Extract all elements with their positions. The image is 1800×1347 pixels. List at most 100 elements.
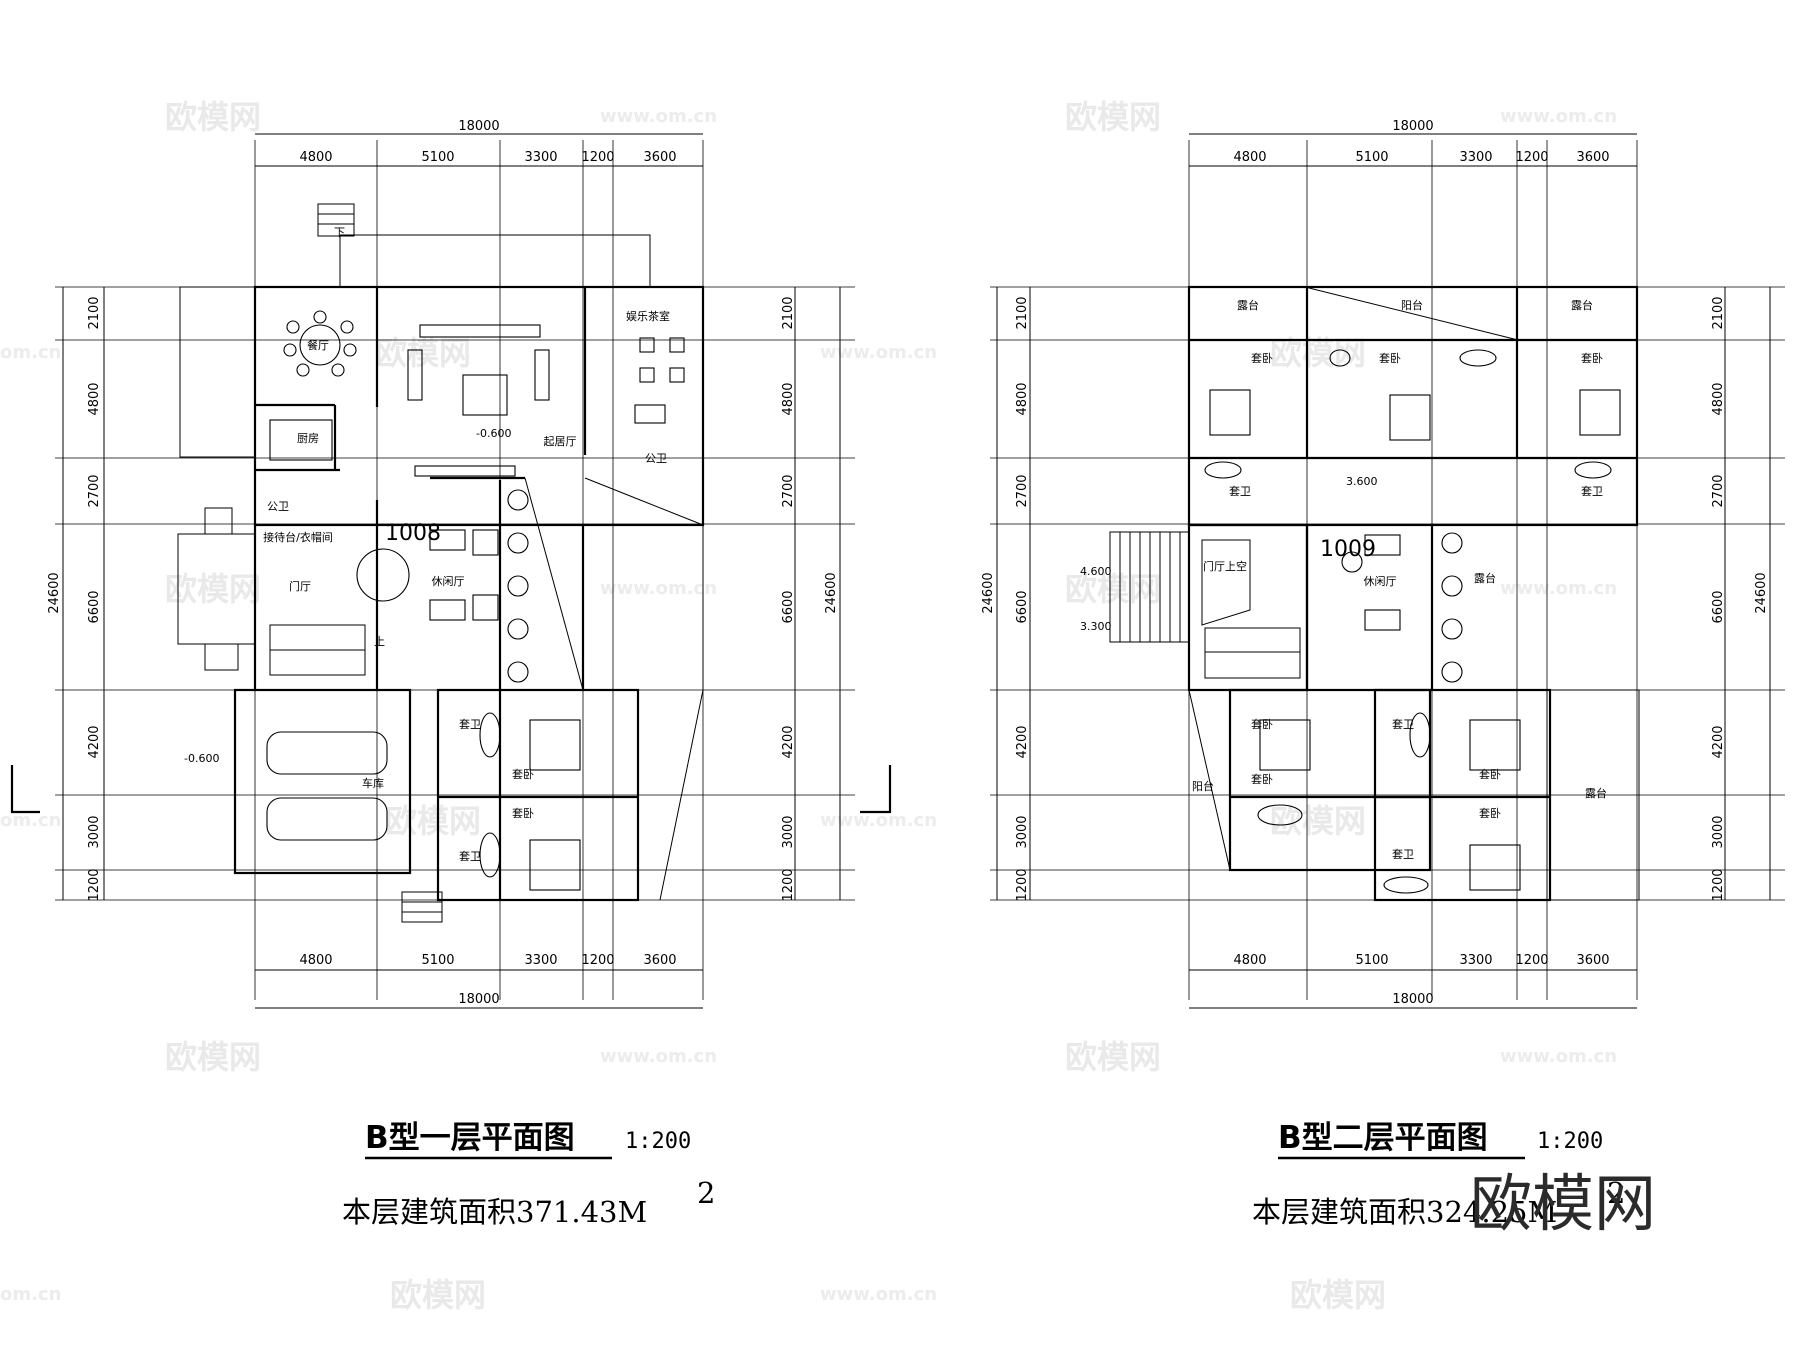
dim-left-6: 3000: [1015, 815, 1030, 848]
room-suite-bath-2: 套卫: [459, 850, 481, 863]
watermark-url: om.cn: [0, 810, 61, 831]
dim-top-3: 3300: [1459, 150, 1492, 165]
room-bath-2: 套卫: [1581, 485, 1603, 498]
dim-top-4: 1200: [581, 150, 614, 165]
dim-total-height: 24600: [824, 572, 839, 613]
plan-title-block: B型一层平面图 1:200 本层建筑面积371.43M 2: [342, 1120, 715, 1229]
dimension-left: 24600 2100 4800 2700 6600 4200 3000 1200: [981, 287, 1031, 902]
floor-area: 本层建筑面积371.43M: [342, 1195, 647, 1229]
dim-right-5: 4200: [781, 725, 796, 758]
room-bed-1: 套卧: [1251, 352, 1273, 365]
section-marker: [10, 765, 40, 814]
watermark-url: www.om.cn: [600, 106, 717, 127]
room-number: 1009: [1320, 537, 1376, 562]
dim-top-1: 4800: [299, 150, 332, 165]
dim-left-2: 4800: [87, 382, 102, 415]
dim-right-2: 4800: [1711, 382, 1726, 415]
plan-scale: 1:200: [625, 1129, 691, 1154]
room-bed-3: 套卧: [1581, 352, 1603, 365]
plan-title-block: B型二层平面图 1:200 本层建筑面积324.25M 2: [1252, 1120, 1625, 1229]
dim-left-6: 3000: [87, 815, 102, 848]
dim-left-4: 6600: [1015, 590, 1030, 623]
watermark-brand: 欧模网: [1065, 570, 1161, 608]
dim-total-height: 24600: [1754, 572, 1769, 613]
watermark-url: www.om.cn: [820, 1284, 937, 1305]
room-bed-2: 套卧: [1379, 352, 1401, 365]
room-bath-4: 套卫: [1392, 848, 1414, 861]
room-wc-1: 公卫: [267, 500, 289, 513]
room-bed-6: 套卧: [1251, 773, 1273, 786]
room-bath-3: 套卫: [1392, 718, 1414, 731]
watermark-url: www.om.cn: [1500, 578, 1617, 599]
dim-right-3: 2700: [781, 474, 796, 507]
furniture: [266, 310, 685, 891]
dim-right-4: 6600: [1711, 590, 1726, 623]
room-lounge: 休闲厅: [432, 574, 465, 588]
dim-left-1: 2100: [87, 296, 102, 329]
dim-left-7: 1200: [87, 868, 102, 901]
room-foyer: 门厅: [289, 579, 311, 593]
dim-right-6: 3000: [781, 815, 796, 848]
dimension-top: 18000 4800 5100 3300 1200 3600: [255, 119, 703, 167]
watermark-brand: 欧模网: [1065, 98, 1161, 136]
watermark-brand: 欧模网: [165, 570, 261, 608]
dim-right-1: 2100: [781, 296, 796, 329]
room-reception: 接待台/衣帽间: [263, 530, 333, 544]
watermark-brand: 欧模网: [1290, 1276, 1386, 1314]
dim-bottom-4: 1200: [1515, 953, 1548, 968]
room-terrace-mid: 露台: [1474, 571, 1496, 585]
room-kitchen: 厨房: [297, 432, 319, 445]
dim-total-width: 18000: [458, 119, 499, 134]
watermark-brand: 欧模网: [385, 802, 481, 840]
dim-bottom-3: 3300: [1459, 953, 1492, 968]
room-labels: 餐厅 起居厅 娱乐茶室 厨房 公卫 公卫 接待台/衣帽间 门厅 休闲厅 车库 套…: [184, 226, 670, 863]
watermark-url: www.om.cn: [600, 1046, 717, 1067]
watermark-url: om.cn: [0, 342, 61, 363]
brand-logo: 欧模网: [1470, 1167, 1656, 1240]
dim-top-4: 1200: [1515, 150, 1548, 165]
dim-right-6: 3000: [1711, 815, 1726, 848]
plan-scale: 1:200: [1537, 1129, 1603, 1154]
room-balcony-left: 阳台: [1192, 779, 1214, 793]
dim-top-5: 3600: [1576, 150, 1609, 165]
dim-right-7: 1200: [781, 868, 796, 901]
room-wc-2: 公卫: [645, 452, 667, 465]
first-floor-plan: 18000 4800 5100 3300 1200 3600 4800 5100…: [10, 119, 892, 1229]
room-bed-4: 套卧: [1251, 718, 1273, 731]
section-marker: [860, 765, 892, 814]
dim-bottom-5: 3600: [1576, 953, 1609, 968]
plan-title: B型一层平面图: [365, 1120, 575, 1156]
dim-top-2: 5100: [421, 150, 454, 165]
room-bed-7: 套卧: [1479, 807, 1501, 820]
level-hall: 3.600: [1346, 475, 1378, 488]
room-terrace-right: 露台: [1585, 786, 1607, 800]
dimension-top: 18000 4800 5100 3300 1200 3600: [1189, 119, 1637, 167]
room-labels: 露台 阳台 露台 套卧 套卧 套卧 套卫 套卫 门厅上空 休闲厅 露台 套卫 套…: [1080, 298, 1607, 861]
dim-left-5: 4200: [87, 725, 102, 758]
dim-bottom-1: 4800: [299, 953, 332, 968]
watermark-brand: 欧模网: [1270, 802, 1366, 840]
walls: [177, 203, 705, 923]
room-bath-1: 套卫: [1229, 485, 1251, 498]
dim-left-1: 2100: [1015, 296, 1030, 329]
dim-left-3: 2700: [1015, 474, 1030, 507]
stair-up-label: 上: [374, 635, 385, 648]
room-balcony-top: 阳台: [1401, 298, 1423, 312]
watermark-url: om.cn: [0, 1284, 61, 1305]
stair-down-label: 下: [334, 226, 345, 239]
watermark-brand: 欧模网: [165, 98, 261, 136]
floor-area-unit-sup: 2: [697, 1176, 715, 1210]
floor-area-unit-sup: 2: [1607, 1176, 1625, 1210]
dim-total-height: 24600: [47, 572, 62, 613]
dimension-left: 24600 2100 4800 2700 6600 4200 3000 1200: [47, 287, 105, 902]
dimension-right: 2100 4800 2700 6600 4200 3000 1200 24600: [1711, 287, 1771, 902]
room-terrace-1: 露台: [1237, 298, 1259, 312]
dim-right-5: 4200: [1711, 725, 1726, 758]
dim-bottom-2: 5100: [421, 953, 454, 968]
level-stair-bottom: 3.300: [1080, 620, 1112, 633]
dim-total-height: 24600: [981, 572, 996, 613]
dim-top-1: 4800: [1233, 150, 1266, 165]
watermark-url: www.om.cn: [820, 342, 937, 363]
room-terrace-2: 露台: [1571, 298, 1593, 312]
second-floor-plan: 18000 4800 5100 3300 1200 3600 4800 5100…: [981, 119, 1785, 1229]
